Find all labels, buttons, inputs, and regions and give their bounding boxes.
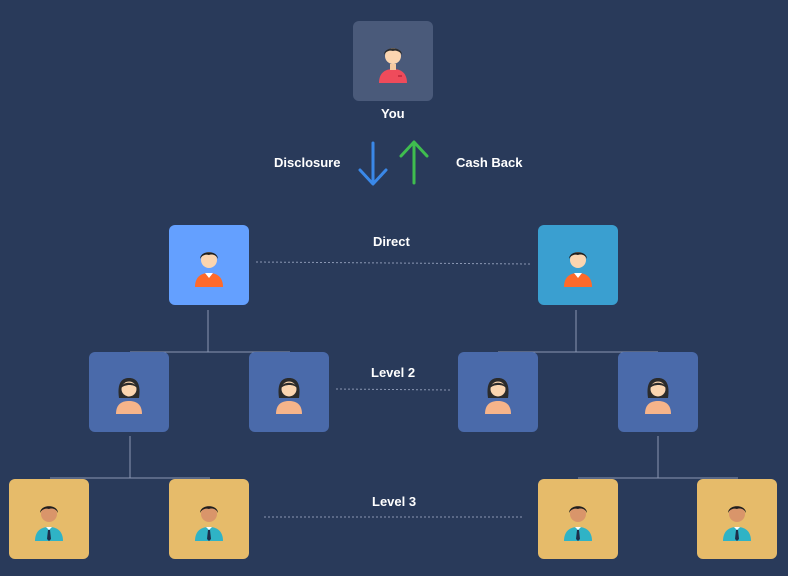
cash-back-arrow-icon: [399, 140, 429, 185]
disclosure-arrow-icon: [358, 141, 388, 186]
dotted-lines: [255, 261, 531, 518]
level2-node-3: [458, 352, 538, 432]
person-man-teal-shirt-tie-icon: [195, 506, 223, 541]
direct-label: Direct: [373, 234, 410, 249]
person-woman-icon: [116, 378, 142, 414]
you-label: You: [381, 106, 405, 121]
level3-node-3: [538, 479, 618, 559]
person-man-teal-shirt-tie-icon: [35, 506, 63, 541]
direct-node-left: [169, 225, 249, 305]
person-man-teal-shirt-tie-icon: [564, 506, 592, 541]
level2-node-4: [618, 352, 698, 432]
cash-back-label: Cash Back: [456, 155, 523, 170]
level2-label: Level 2: [371, 365, 416, 380]
person-man-orange-shirt-icon: [195, 252, 223, 287]
you-node: [353, 21, 433, 101]
disclosure-label: Disclosure: [274, 155, 341, 170]
person-man-red-shirt-icon: [379, 48, 407, 83]
level2-node-2: [249, 352, 329, 432]
level3-node-1: [9, 479, 89, 559]
level3-node-4: [697, 479, 777, 559]
direct-dotted-line: [255, 261, 531, 265]
person-woman-icon: [645, 378, 671, 414]
person-woman-icon: [276, 378, 302, 414]
person-man-orange-shirt-icon: [564, 252, 592, 287]
level2-node-1: [89, 352, 169, 432]
level3-node-2: [169, 479, 249, 559]
level3-label: Level 3: [372, 494, 417, 509]
direct-node-right: [538, 225, 618, 305]
person-man-teal-shirt-tie-icon: [723, 506, 751, 541]
person-woman-icon: [485, 378, 511, 414]
level2-dotted-line: [335, 388, 451, 391]
